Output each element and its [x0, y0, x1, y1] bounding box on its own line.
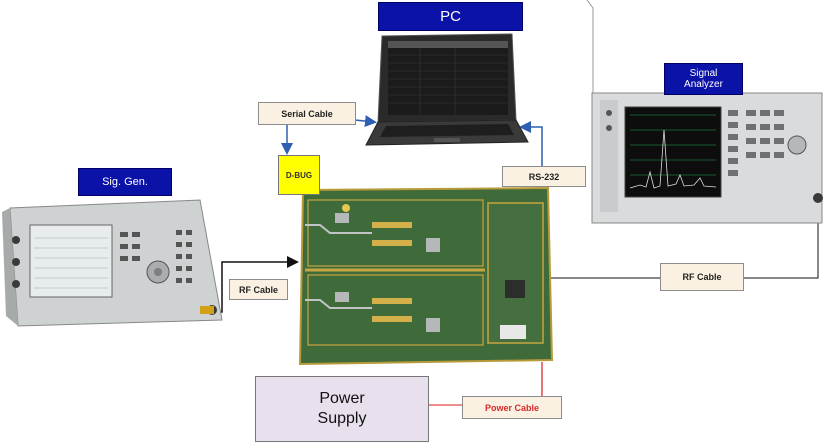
power-cable-label: Power Cable [462, 396, 562, 419]
sig-gen-title-box: Sig. Gen. [78, 168, 172, 196]
sig-gen-title: Sig. Gen. [102, 176, 148, 188]
rf-cable-right-line [548, 205, 819, 279]
signal-analyzer-title-line2: Analyzer [684, 79, 723, 90]
pc-title-box: PC [378, 2, 523, 31]
power-cable-text: Power Cable [484, 402, 540, 413]
rs232-text: RS-232 [528, 171, 560, 182]
serial-cable-label: Serial Cable [258, 102, 356, 125]
pc-title: PC [440, 8, 461, 25]
rf-cable-right-label: RF Cable [660, 263, 744, 291]
frame-line [586, 0, 594, 110]
signal-analyzer-title-line1: Signal [689, 68, 718, 79]
signal-analyzer-title-box: Signal Analyzer [664, 63, 743, 95]
signal-generator-image [2, 199, 223, 327]
serial-cable-text: Serial Cable [281, 108, 333, 119]
signal-analyzer-image [591, 92, 823, 224]
rf-cable-left-label: RF Cable [229, 279, 288, 300]
rs232-label: RS-232 [502, 166, 586, 187]
rs232-arrow [519, 121, 543, 166]
debug-text: D-BUG [285, 170, 313, 180]
power-supply-line2: Supply [317, 410, 367, 427]
debug-module-box: D-BUG [278, 155, 320, 195]
rf-cable-right-text: RF Cable [682, 272, 722, 282]
power-supply-line1: Power [319, 390, 365, 407]
power-supply-box: Power Supply [255, 376, 429, 442]
laptop-image [365, 33, 529, 146]
rf-cable-left-text: RF Cable [238, 284, 278, 295]
serial-to-pc-arrow [354, 115, 377, 128]
pcb-board-image [298, 186, 554, 366]
